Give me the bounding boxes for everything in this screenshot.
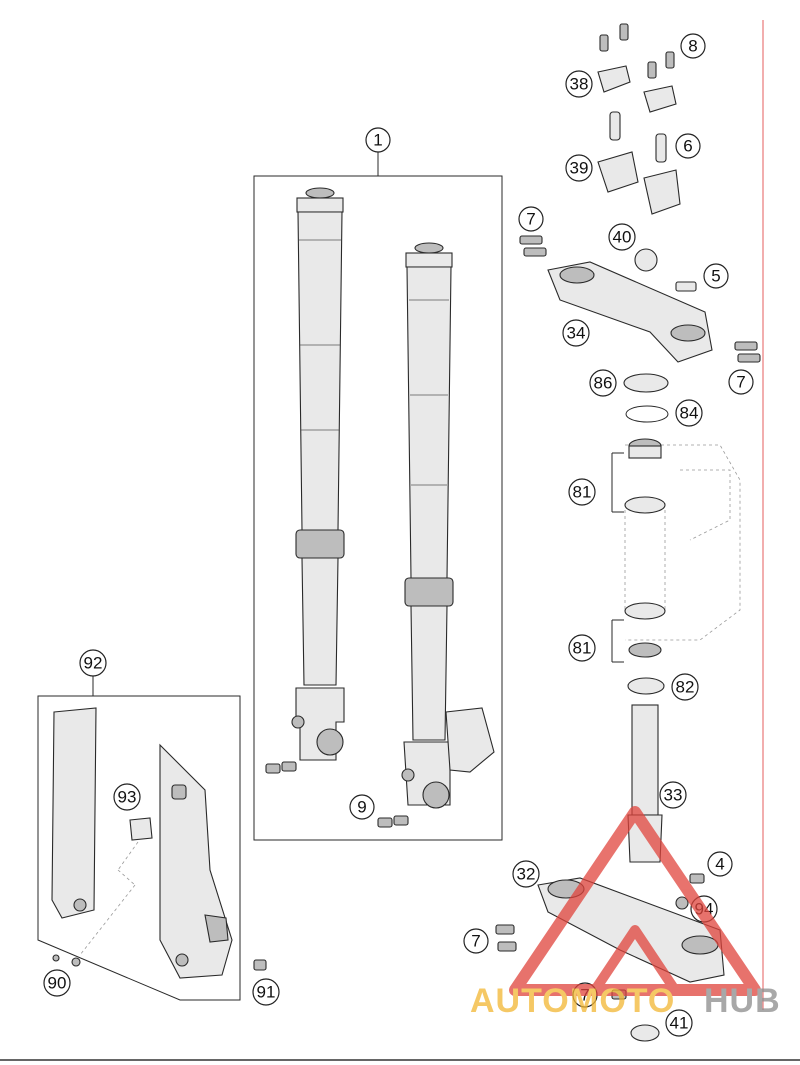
- callout-41: 41: [665, 1009, 693, 1037]
- callout-82: 82: [671, 673, 699, 701]
- watermark-text-moto: MOTO: [570, 982, 675, 1020]
- callout-91: 91: [252, 978, 280, 1006]
- callout-90: 90: [43, 969, 71, 997]
- svg-text:41: 41: [670, 1014, 689, 1033]
- svg-text:82: 82: [676, 678, 695, 697]
- watermark-text-auto: AUTO: [470, 982, 570, 1020]
- svg-text:9: 9: [357, 798, 366, 817]
- svg-text:6: 6: [683, 137, 692, 156]
- svg-text:32: 32: [517, 865, 536, 884]
- fork-group: [253, 150, 503, 841]
- watermark-text-hub: HUB: [704, 982, 781, 1020]
- svg-text:7: 7: [471, 932, 480, 951]
- callout-33: 33: [659, 781, 687, 809]
- callout-32: 32: [512, 860, 540, 888]
- svg-text:1: 1: [373, 131, 382, 150]
- callout-84: 84: [675, 399, 703, 427]
- callout-93: 93: [113, 783, 141, 811]
- svg-text:81: 81: [573, 639, 592, 658]
- callout-5: 5: [703, 263, 729, 289]
- svg-text:40: 40: [613, 228, 632, 247]
- steering-head: [611, 438, 741, 695]
- callout-38: 38: [565, 70, 593, 98]
- svg-text:7: 7: [736, 373, 745, 392]
- fork-leg-left: [265, 187, 345, 774]
- callout-8: 8: [680, 33, 706, 59]
- callout-7-left: 7: [463, 928, 489, 954]
- callout-7-top: 7: [518, 206, 544, 232]
- svg-text:86: 86: [594, 374, 613, 393]
- watermark: AUTO MOTO HUB: [470, 806, 781, 1020]
- callout-9: 9: [349, 794, 375, 820]
- watermark-triangle-logo: [509, 806, 761, 996]
- svg-text:93: 93: [118, 788, 137, 807]
- callout-4: 4: [707, 851, 733, 877]
- callout-92: 92: [79, 649, 107, 677]
- svg-text:81: 81: [573, 483, 592, 502]
- svg-text:38: 38: [570, 75, 589, 94]
- fork-protector-group: [37, 675, 267, 1001]
- svg-text:39: 39: [570, 159, 589, 178]
- svg-text:92: 92: [84, 654, 103, 673]
- svg-text:34: 34: [567, 324, 586, 343]
- upper-clamps: [519, 23, 761, 423]
- callout-81-bottom: 81: [568, 634, 596, 662]
- svg-text:90: 90: [48, 974, 67, 993]
- callout-81-top: 81: [568, 478, 596, 506]
- callout-6: 6: [675, 133, 701, 159]
- svg-text:7: 7: [526, 210, 535, 229]
- svg-text:8: 8: [688, 37, 697, 56]
- svg-text:91: 91: [257, 983, 276, 1002]
- svg-text:33: 33: [664, 786, 683, 805]
- svg-text:5: 5: [711, 267, 720, 286]
- callout-1: 1: [365, 127, 391, 153]
- svg-text:84: 84: [680, 404, 699, 423]
- callout-7-right: 7: [728, 369, 754, 395]
- callout-39: 39: [565, 154, 593, 182]
- callout-40: 40: [608, 223, 636, 251]
- callout-86: 86: [589, 369, 617, 397]
- svg-text:4: 4: [715, 855, 724, 874]
- fork-leg-right: [377, 242, 495, 828]
- callout-34: 34: [562, 319, 590, 347]
